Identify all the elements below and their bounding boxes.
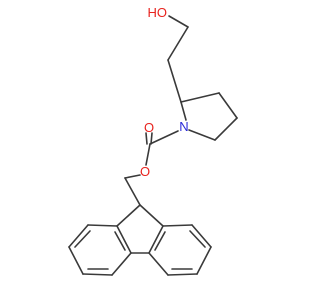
- bond-carbonyl-ester-o: [145, 143, 151, 166]
- bond-ester-o-ch2: [124, 174, 141, 179]
- bond-left-ring-2: [111, 252, 132, 276]
- bond-right-ring-3: [167, 273, 198, 276]
- bond-chain-1: [167, 26, 189, 61]
- structure-diagram: HO N O O: [68, 5, 238, 276]
- bond-c9-c9a: [116, 204, 141, 227]
- bond-ch2-c9: [124, 177, 141, 206]
- bond-right-ring-2: [148, 252, 169, 276]
- bond-right-ring-5: [191, 224, 212, 248]
- carbonyl-oxygen-label: O: [144, 120, 154, 135]
- bond-ring-c5-n: [188, 129, 216, 141]
- ring-nitrogen-label: N: [179, 119, 188, 134]
- bond-left-ring-4: [68, 246, 84, 275]
- bond-left-ring-6: [87, 224, 118, 227]
- bond-c9-c8a: [139, 204, 164, 227]
- bond-left-ring-inner-3: [74, 230, 91, 248]
- bond-ring-c3-c4: [218, 92, 238, 119]
- bond-chain-2: [167, 59, 182, 103]
- bond-right-ring-6: [162, 224, 193, 227]
- bond-right-ring-1: [148, 225, 164, 254]
- bond-right-ring-4: [196, 246, 212, 275]
- bond-carbonyl-double-a: [150, 132, 153, 145]
- bond-o-c: [168, 15, 189, 28]
- bond-left-ring-inner-1: [114, 231, 126, 251]
- bond-carbonyl-double-b: [145, 132, 148, 145]
- ester-oxygen-label: O: [140, 164, 150, 179]
- bond-ring-n-c2: [180, 101, 187, 121]
- bond-right-ring-inner-3: [189, 230, 206, 248]
- bond-n-carbonyl: [149, 130, 179, 145]
- hydroxyl-label: HO: [148, 5, 168, 20]
- bond-left-ring-1: [116, 225, 132, 254]
- bond-right-ring-inner-1: [154, 231, 166, 251]
- bond-left-ring-3: [82, 273, 113, 276]
- bond-left-ring-5: [68, 224, 89, 248]
- molecule-canvas: HO N O O: [68, 5, 238, 276]
- bond-ring-c2-c3: [180, 92, 220, 103]
- bonds: [68, 15, 238, 276]
- atom-labels: HO N O O: [140, 5, 189, 179]
- bond-ring-c4-c5: [214, 117, 238, 141]
